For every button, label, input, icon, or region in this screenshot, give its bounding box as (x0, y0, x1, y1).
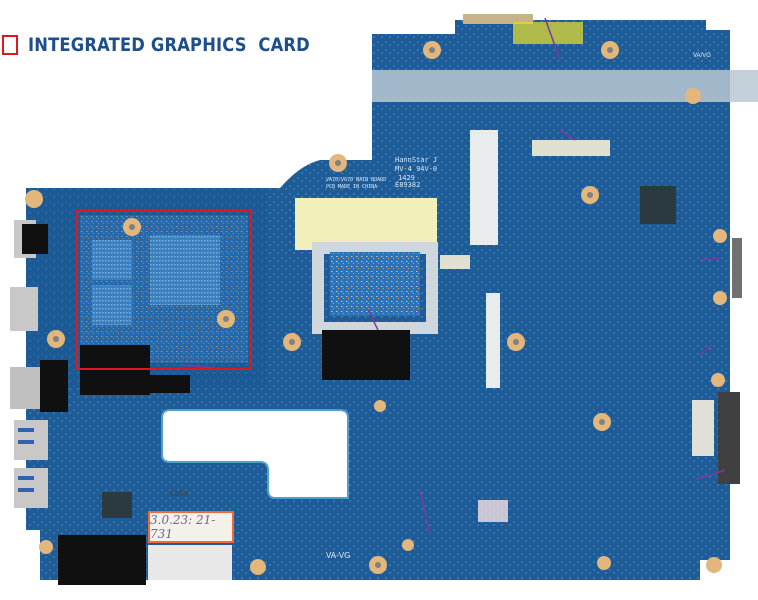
legend-text: INTEGRATED GRAPHICS CARD (28, 34, 310, 56)
silkscreen-rating: MV-4 94V-0 (395, 165, 438, 173)
silkscreen-ul-code: E89382 (395, 181, 421, 189)
silkscreen-brand: HannStar J (395, 156, 438, 164)
silkscreen-date-code: 1429 (398, 174, 415, 182)
integrated-graphics-highlight-box (76, 210, 252, 370)
handwritten-note: 3.0.23: 21-731 (148, 511, 234, 543)
legend: INTEGRATED GRAPHICS CARD (2, 30, 356, 60)
card-reader-label: 4658 (170, 490, 188, 498)
silkscreen-va-vg-top: VA/VG (693, 53, 711, 59)
legend-marker-icon (2, 35, 18, 55)
silkscreen-made-in: PCB MADE IN CHINA (326, 184, 378, 190)
silkscreen-va-vg-bottom: VA-VG (326, 551, 351, 560)
silkscreen-board-name: VA70/VG70 MAIN BOARD (326, 177, 387, 183)
